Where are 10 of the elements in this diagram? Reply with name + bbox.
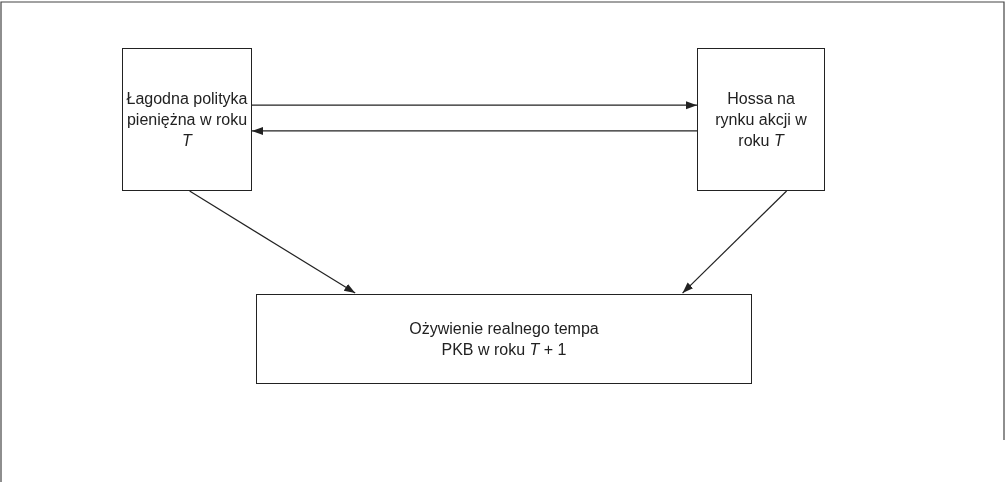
box-label: Ożywienie realnego tempa PKB w roku T + 1 [408, 319, 600, 360]
process-box [122, 48, 252, 191]
arrow [251, 126, 698, 135]
arrow [189, 190, 356, 294]
process-box [256, 294, 752, 384]
arrow [681, 190, 788, 294]
arrow [251, 101, 698, 110]
box-label: Łagodna polityka pieniężna w roku T [126, 89, 248, 151]
box-label: Hossa na rynku akcji w roku T [714, 89, 808, 151]
process-box [697, 48, 825, 191]
